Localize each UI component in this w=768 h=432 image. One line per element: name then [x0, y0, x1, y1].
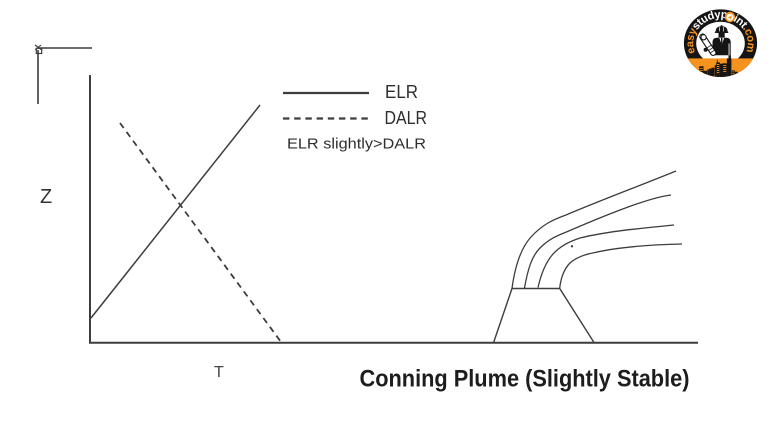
svg-text:T: T	[214, 364, 224, 381]
svg-text:Z: Z	[40, 186, 52, 208]
svg-text:ELR: ELR	[385, 82, 418, 102]
svg-text:Conning Plume (Slightly Stable: Conning Plume (Slightly Stable)	[360, 366, 690, 393]
svg-text:DALR: DALR	[385, 108, 428, 128]
svg-text:ELR slightly>DALR: ELR slightly>DALR	[287, 136, 426, 153]
